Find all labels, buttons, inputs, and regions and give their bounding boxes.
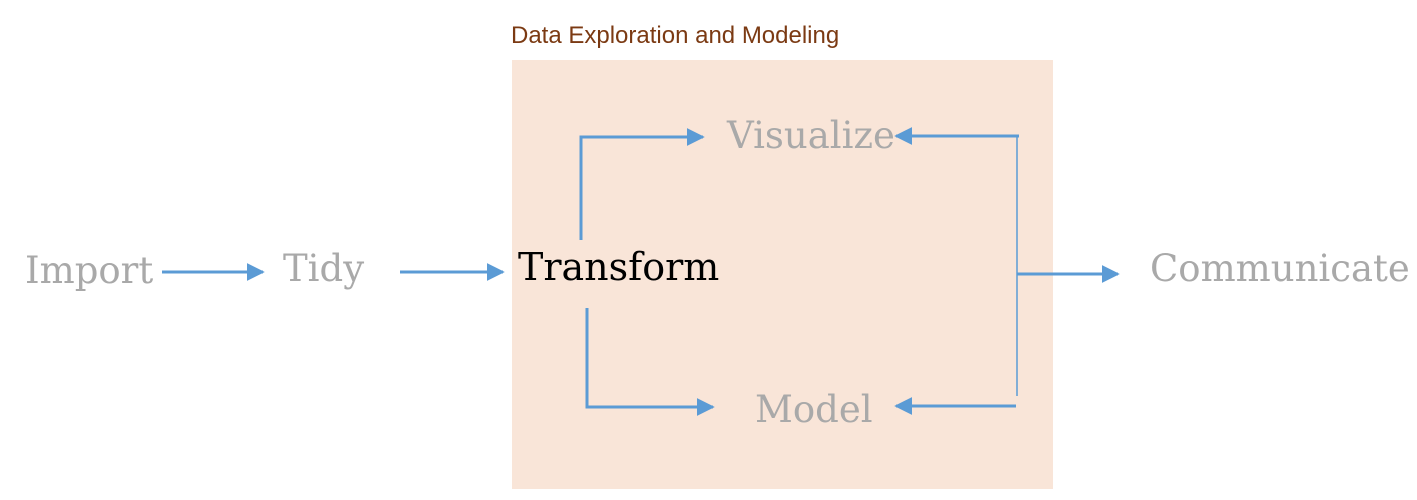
- node-model: Model: [755, 388, 873, 431]
- arrow-transform-to-visualize: [579, 128, 705, 240]
- node-transform: Transform: [518, 245, 720, 289]
- arrow-transform-to-model: [585, 308, 715, 416]
- region-label: Data Exploration and Modeling: [511, 22, 840, 49]
- node-visualize: Visualize: [727, 114, 895, 157]
- node-import: Import: [25, 249, 154, 292]
- node-tidy: Tidy: [283, 247, 365, 290]
- exploration-modeling-region: [512, 60, 1053, 489]
- node-communicate: Communicate: [1150, 247, 1410, 290]
